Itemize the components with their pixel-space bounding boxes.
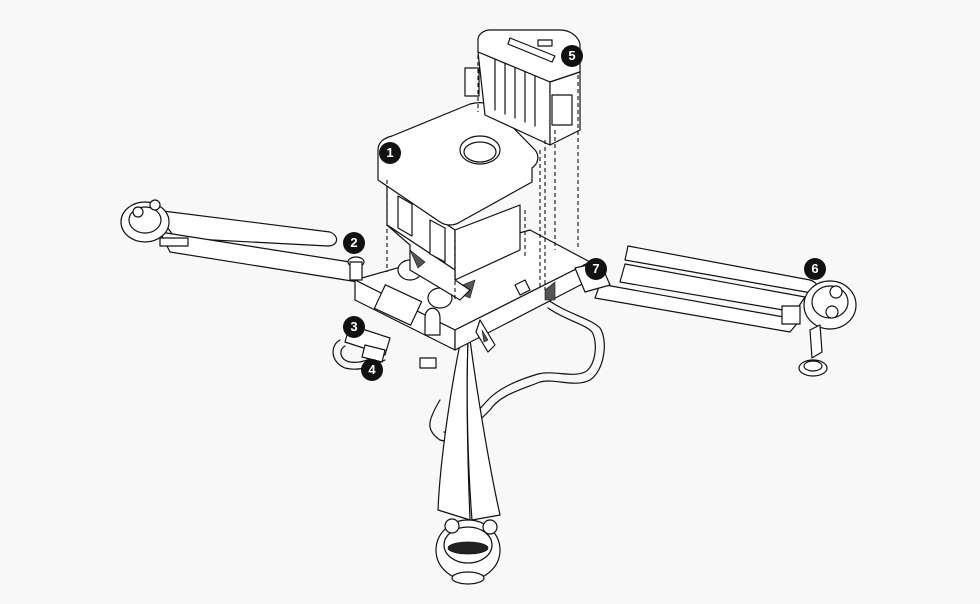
callout-2-left-arm-joint: 2 <box>343 232 365 254</box>
callout-3-pump: 3 <box>343 316 365 338</box>
callout-6-motor: 6 <box>804 258 826 280</box>
callout-4-nozzle: 4 <box>361 359 383 381</box>
battery <box>464 29 581 146</box>
callout-1-tank: 1 <box>379 142 401 164</box>
callout-7-right-arm-joint: 7 <box>585 258 607 280</box>
spray-tank <box>377 102 539 301</box>
front-arm <box>437 334 471 521</box>
landing-gear <box>429 299 605 442</box>
callout-5-battery: 5 <box>561 45 583 67</box>
left-arm <box>154 209 338 247</box>
